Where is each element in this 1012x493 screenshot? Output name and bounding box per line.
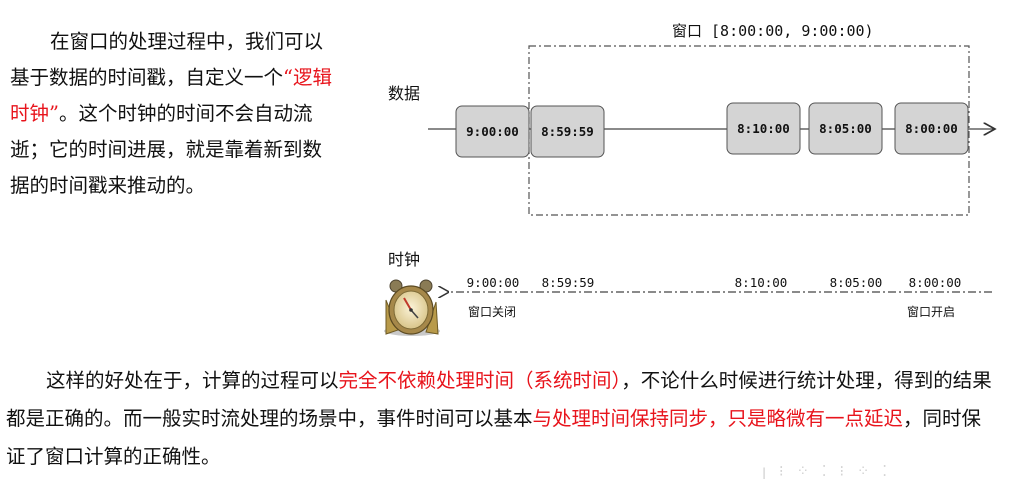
clock-label: 时钟: [388, 250, 421, 269]
svg-text:8:59:59: 8:59:59: [541, 124, 594, 139]
clock-time: 8:59:59: [542, 275, 595, 290]
svg-text:8:00:00: 8:00:00: [905, 121, 958, 136]
svg-text:9:00:00: 9:00:00: [466, 124, 519, 139]
conclusion-highlight-2: 与处理时间保持同步，只是略微有一点延迟: [532, 407, 904, 430]
conclusion-highlight-1: 完全不依赖处理时间（系统时间）: [338, 369, 622, 392]
intro-highlight: “逻辑时钟”: [10, 66, 332, 125]
clock-time: 8:00:00: [909, 275, 962, 290]
conclusion-paragraph: 这样的好处在于，计算的过程可以完全不依赖处理时间（系统时间），不论什么时候进行统…: [6, 362, 996, 476]
watermark: ꞁ ⁝ ⁘ ⁚ ⁝ ⁘ ⁚: [762, 462, 891, 480]
conclusion-text-3: ，同时保证了窗口计算的正确性。: [6, 407, 982, 468]
window-close-label: 窗口关闭: [468, 305, 517, 319]
data-label: 数据: [388, 84, 421, 103]
data-box: 8:59:59: [530, 105, 605, 158]
window-boundary: [528, 45, 970, 216]
window-title: 窗口 [8:00:00, 9:00:00): [672, 22, 874, 40]
clock-time: 8:05:00: [830, 275, 883, 290]
alarm-clock-icon: [384, 279, 440, 336]
conclusion-text-2: ，不论什么时候进行统计处理，得到的结果都是正确的。而一般实时流处理的场景中，事件…: [6, 369, 992, 430]
intro-text-2: 。这个时钟的时间不会自动流逝；它的时间进展，就是靠着新到数据的时间戳来推动的。: [10, 102, 323, 197]
data-box: 8:05:00: [808, 102, 883, 155]
data-box: 8:10:00: [726, 102, 801, 155]
svg-text:8:10:00: 8:10:00: [737, 121, 790, 136]
clock-time: 9:00:00: [467, 275, 520, 290]
data-box: 9:00:00: [455, 105, 530, 158]
data-box: 8:00:00: [894, 102, 969, 155]
clock-time: 8:10:00: [735, 275, 788, 290]
intro-text-1: 在窗口的处理过程中，我们可以基于数据的时间戳，自定义一个: [10, 30, 324, 89]
window-open-label: 窗口开启: [907, 305, 956, 319]
svg-text:8:05:00: 8:05:00: [819, 121, 872, 136]
intro-paragraph: 在窗口的处理过程中，我们可以基于数据的时间戳，自定义一个“逻辑时钟”。这个时钟的…: [10, 24, 340, 204]
conclusion-text-1: 这样的好处在于，计算的过程可以: [46, 369, 339, 392]
